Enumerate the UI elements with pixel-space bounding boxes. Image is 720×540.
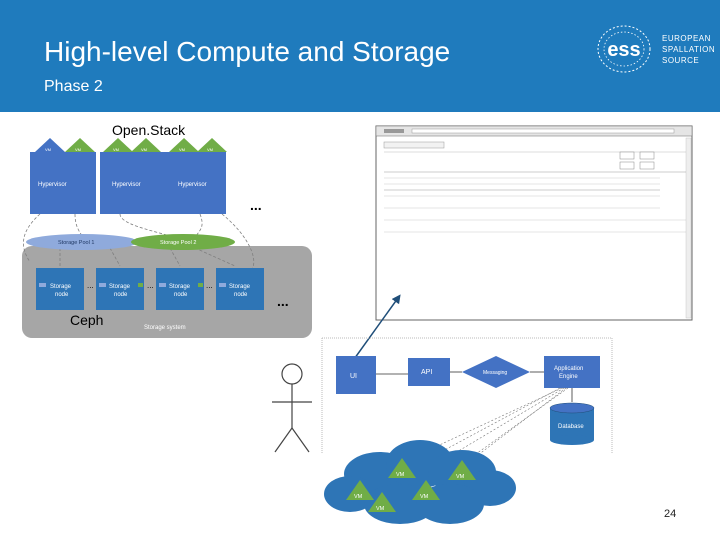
vm-label: VM — [113, 147, 119, 152]
slide-subtitle: Phase 2 — [44, 78, 103, 95]
logo-text: EUROPEAN SPALLATION SOURCE — [662, 33, 715, 66]
page-number: 24 — [664, 508, 677, 520]
storage-node-label: Storage — [109, 284, 131, 290]
vm-label: VM — [420, 494, 429, 500]
api-label: API — [421, 369, 432, 376]
storage-pool-2-label: Storage Pool 2 — [160, 240, 196, 246]
hypervisor-label: Hypervisor — [178, 182, 207, 188]
slide-title: High-level Compute and Storage — [44, 36, 451, 67]
slide-header: High-level Compute and Storage Phase 2 e… — [0, 0, 720, 112]
hypervisor-box — [100, 152, 166, 214]
vm-shape — [388, 458, 416, 478]
diagram-area: Storage system VM VM VM VM VM VM — [0, 112, 720, 540]
disk-icon — [219, 283, 226, 287]
vm-label: VM — [207, 147, 213, 152]
logo-mark: ess — [607, 39, 640, 61]
disk-icon — [159, 283, 166, 287]
storage-pool-1 — [26, 234, 138, 250]
vm-shape — [197, 138, 227, 152]
hypervisor-ellipsis: ... — [250, 197, 262, 213]
hypervisor-box — [30, 152, 96, 214]
disk-icon — [138, 283, 143, 287]
vm-shape — [103, 138, 133, 152]
database-label: Database — [558, 424, 584, 430]
storage-node-label: Storage — [229, 284, 251, 290]
storage-node-label: Storage — [169, 284, 191, 290]
cloud-vms: VM VM VM VM VM — [346, 458, 476, 512]
disk-icon — [39, 283, 46, 287]
ui-box — [336, 356, 376, 394]
logo-line-2: SPALLATION — [662, 45, 716, 54]
application-engine-label-2: Engine — [559, 374, 578, 380]
vm-label: VM — [354, 494, 363, 500]
storage-node-label: node — [174, 292, 188, 298]
storage-node-label: Storage — [50, 284, 72, 290]
storage-pool-1-label: Storage Pool 1 — [58, 240, 94, 246]
storage-pool-2 — [131, 234, 235, 250]
openstack-vms: VM VM VM VM VM VM — [35, 138, 227, 152]
storage-node — [156, 268, 204, 310]
hypervisor-label: Hypervisor — [38, 182, 67, 188]
diagram-svg: Storage system VM VM VM VM VM VM — [22, 125, 693, 524]
ceph-label: Ceph — [70, 312, 104, 328]
vm-shape — [169, 138, 199, 152]
storage-node-label: node — [234, 292, 248, 298]
vm-shape — [448, 460, 476, 480]
vm-shape — [65, 138, 95, 152]
database-cylinder — [549, 402, 595, 445]
vm-shape — [35, 138, 65, 152]
vm-cloud — [324, 440, 516, 524]
messaging-diamond — [462, 356, 530, 388]
architecture-connectors — [376, 371, 573, 402]
vm-label: VM — [45, 147, 51, 152]
vm-label: VM — [456, 474, 465, 480]
vm-label: VM — [179, 147, 185, 152]
storage-node-label: node — [114, 292, 128, 298]
application-engine-label-1: Application — [554, 366, 583, 372]
vm-label: VM — [141, 147, 147, 152]
vm-shape — [131, 138, 161, 152]
logo-line-3: SOURCE — [662, 56, 700, 65]
vm-shape — [412, 480, 440, 500]
storage-node — [216, 268, 264, 310]
dashboard-mockup — [375, 125, 693, 321]
node-ellipsis: ... — [147, 281, 154, 290]
storage-node — [96, 268, 144, 310]
messaging-label: Messaging — [483, 370, 507, 376]
disk-icon — [198, 283, 203, 287]
openstack-label: Open.Stack — [112, 122, 186, 138]
user-stick-figure-icon — [272, 363, 312, 453]
ess-logo-icon: ess — [597, 25, 651, 73]
ui-label: UI — [350, 373, 357, 380]
logo-line-1: EUROPEAN — [662, 34, 711, 43]
dashboard-to-ui-arrow — [351, 294, 401, 363]
vm-label: VM — [396, 472, 405, 478]
storage-system-label: Storage system — [144, 325, 186, 331]
storage-node-label: node — [55, 292, 69, 298]
vm-label: VM — [75, 147, 81, 152]
architecture-frame — [321, 337, 613, 454]
hypervisor-box — [160, 152, 226, 214]
api-box — [408, 358, 450, 386]
vm-label: VM — [376, 506, 385, 512]
vm-shape — [346, 480, 374, 500]
storage-ellipsis: ... — [277, 293, 289, 309]
node-ellipsis: ... — [206, 281, 213, 290]
hypervisor-label: Hypervisor — [112, 182, 141, 188]
storage-nodes: Storage node Storage node Storage node S… — [36, 268, 264, 310]
disk-icon — [99, 283, 106, 287]
application-engine-box — [544, 356, 600, 388]
vm-shape — [368, 492, 396, 512]
hypervisors: Hypervisor Hypervisor Hypervisor — [30, 152, 226, 214]
storage-node — [36, 268, 84, 310]
node-ellipsis: ... — [87, 281, 94, 290]
